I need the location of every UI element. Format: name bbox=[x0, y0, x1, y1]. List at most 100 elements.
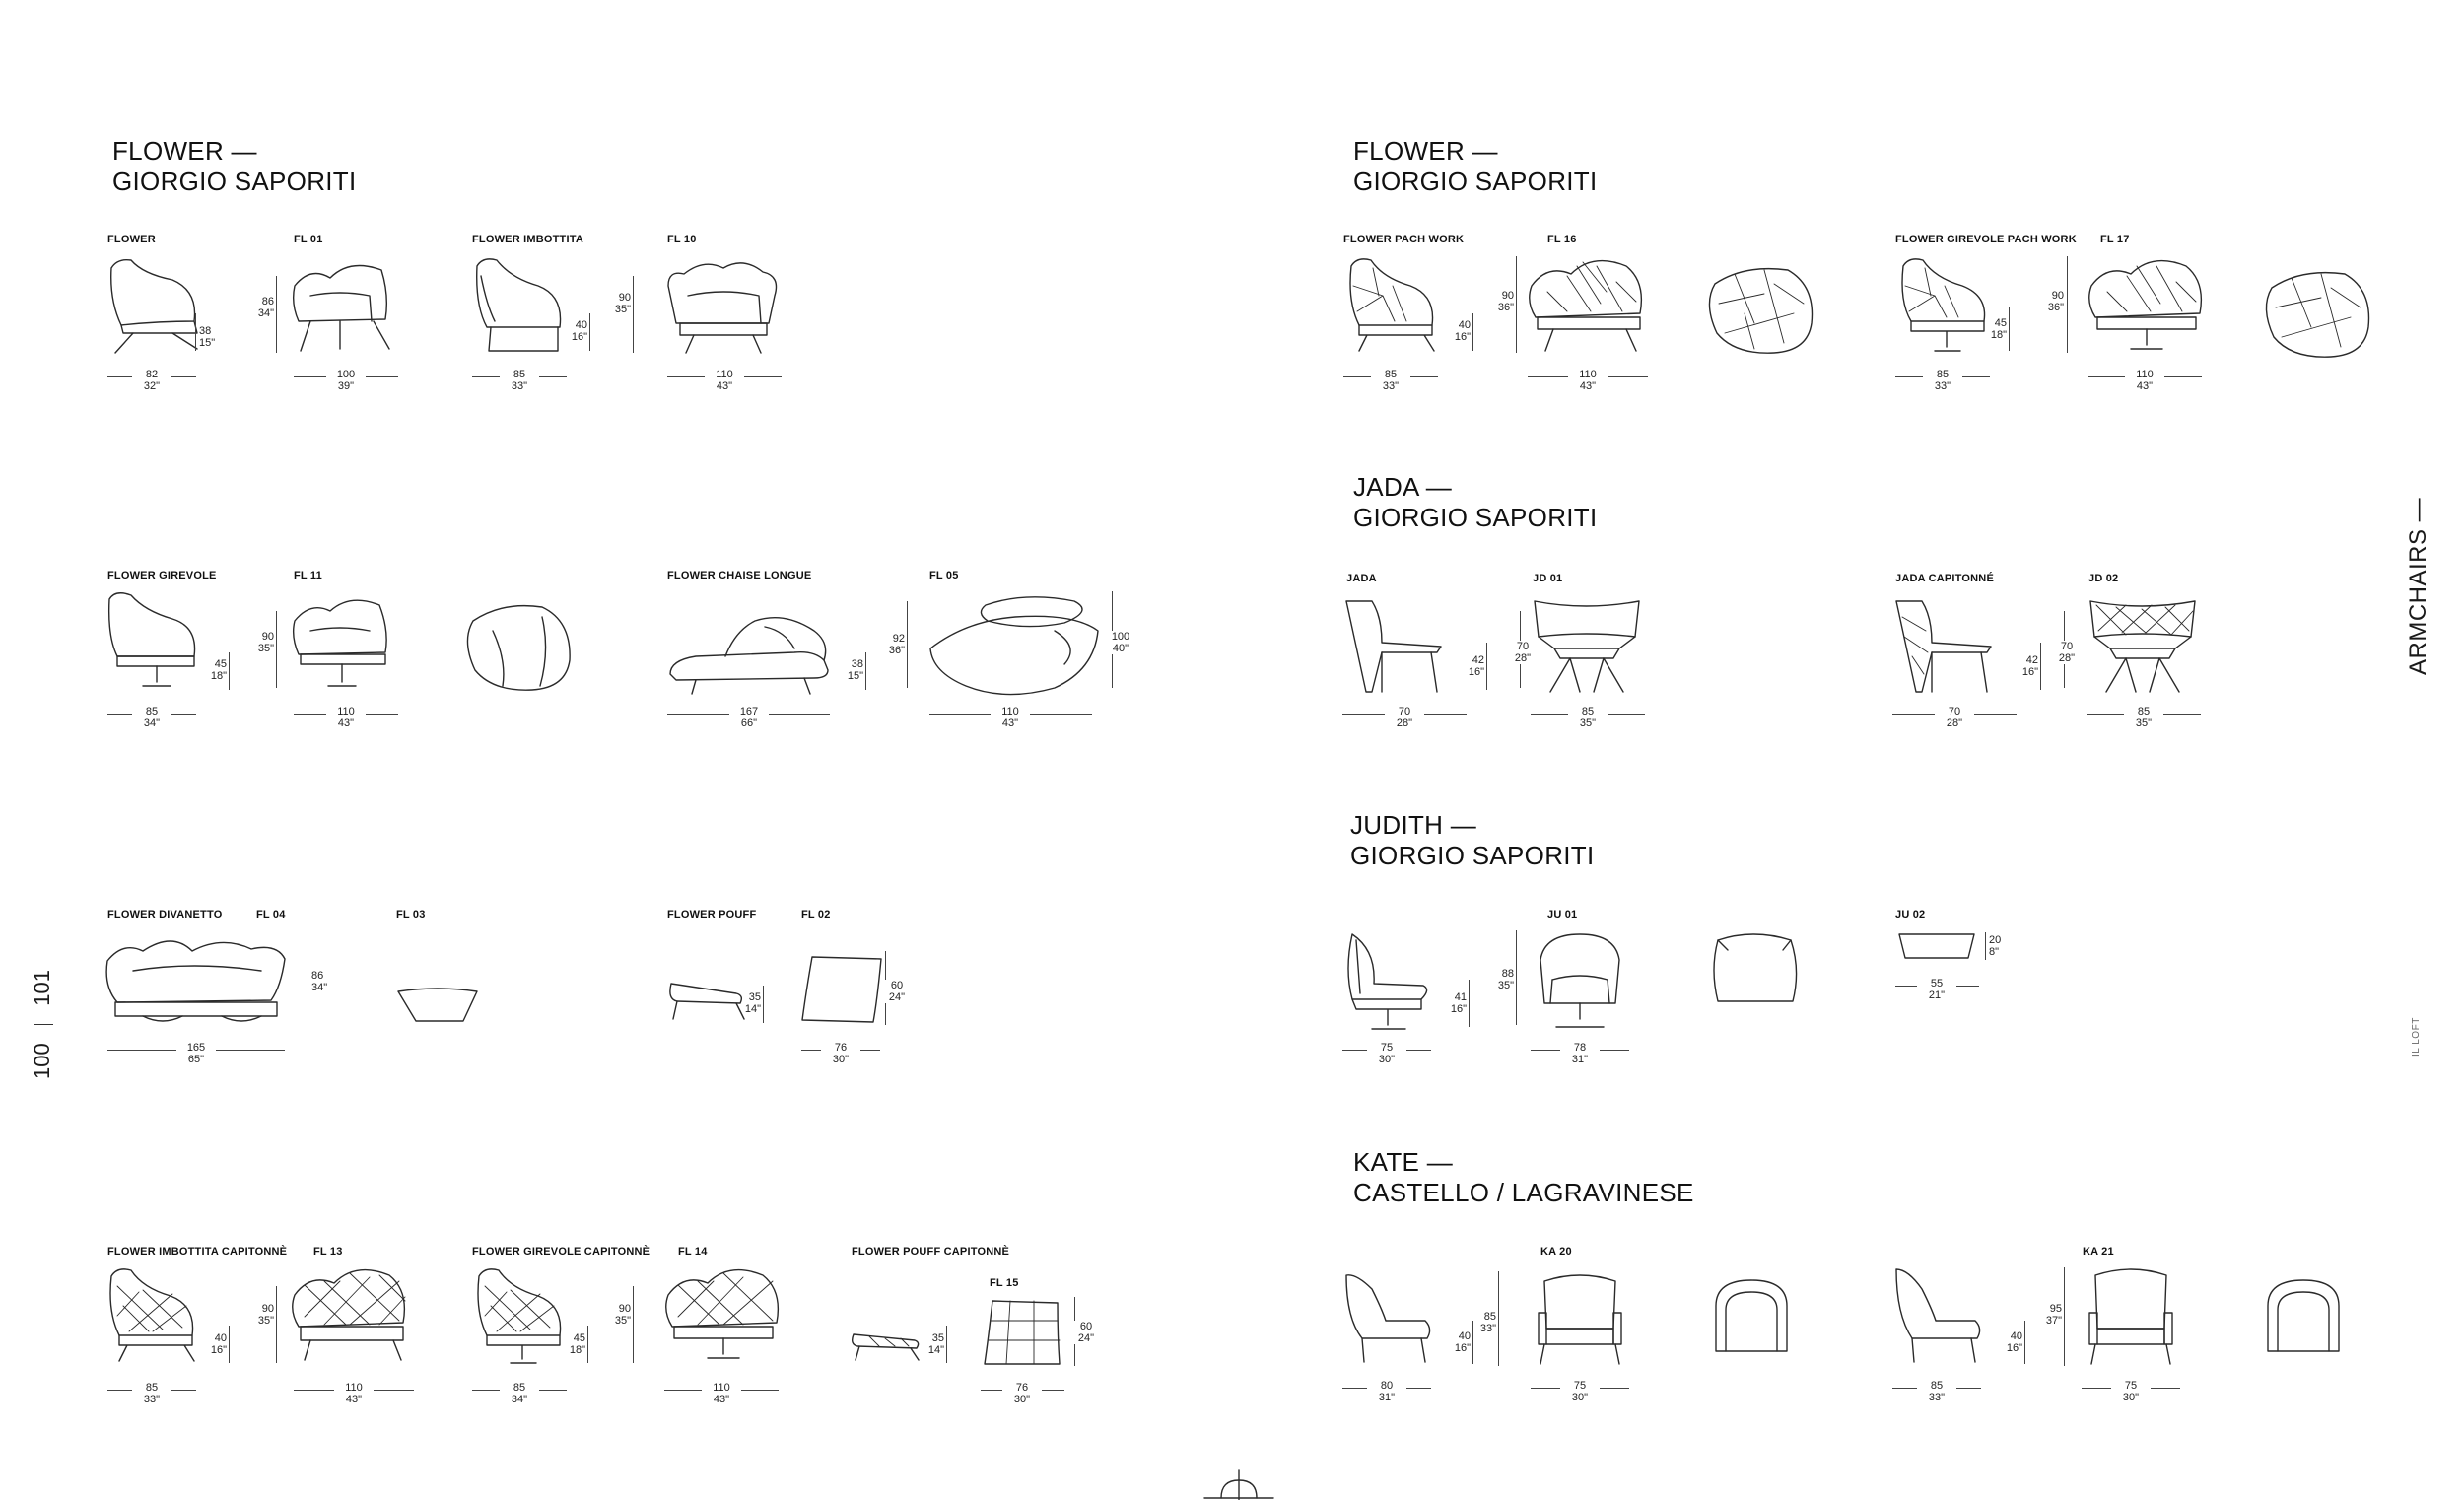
jada-side-drawing bbox=[1345, 600, 1442, 693]
label-flower-girevole: FLOWER GIREVOLE bbox=[107, 570, 217, 581]
label-fl10: FL 10 bbox=[667, 234, 697, 245]
designer-name: GIORGIO SAPORITI bbox=[1353, 503, 1598, 532]
label-jada: JADA bbox=[1346, 573, 1377, 584]
flower-imbottita-side-drawing bbox=[476, 258, 562, 352]
product-name: FLOWER — bbox=[1353, 136, 1498, 166]
designer-name: GIORGIO SAPORITI bbox=[1353, 167, 1598, 196]
section-title-flower-right: FLOWER — GIORGIO SAPORITI bbox=[1353, 136, 1598, 197]
flower-pouff-side-drawing bbox=[669, 983, 745, 1020]
label-fl16: FL 16 bbox=[1547, 234, 1577, 245]
flower-pouff-capitonne-side-drawing bbox=[851, 1333, 920, 1361]
kate-side-drawing bbox=[1345, 1274, 1431, 1363]
jada-capitonne-side-drawing bbox=[1895, 600, 1992, 693]
label-ju01: JU 01 bbox=[1547, 909, 1578, 920]
ju01-armchair-front-drawing bbox=[1540, 933, 1620, 1028]
label-flower-chaise: FLOWER CHAISE LONGUE bbox=[667, 570, 812, 581]
product-name: KATE — bbox=[1353, 1147, 1454, 1177]
section-title-kate: KATE — CASTELLO / LAGRAVINESE bbox=[1353, 1147, 1694, 1208]
label-ka21: KA 21 bbox=[2083, 1246, 2114, 1258]
label-fl17: FL 17 bbox=[2100, 234, 2130, 245]
flower-girevole-capitonne-side-drawing bbox=[477, 1268, 562, 1364]
designer-name: GIORGIO SAPORITI bbox=[1350, 841, 1595, 870]
section-title-judith: JUDITH — GIORGIO SAPORITI bbox=[1350, 810, 1595, 871]
jd01-armchair-front-drawing bbox=[1534, 600, 1640, 693]
label-flower: FLOWER bbox=[107, 234, 156, 245]
flower-chaise-longue-side-drawing bbox=[669, 616, 829, 695]
flower-girevole-pach-work-side-drawing bbox=[1901, 258, 1986, 352]
judith-side-drawing bbox=[1347, 933, 1428, 1030]
fl11-armchair-front-drawing bbox=[292, 599, 387, 687]
label-flower-imbottita: FLOWER IMBOTTITA bbox=[472, 234, 583, 245]
label-fl13: FL 13 bbox=[313, 1246, 343, 1258]
label-ka20: KA 20 bbox=[1540, 1246, 1572, 1258]
flower-armchair-side-drawing bbox=[110, 258, 198, 354]
kate-high-back-side-drawing bbox=[1895, 1268, 1981, 1363]
ka21-armchair-front-drawing bbox=[2088, 1268, 2173, 1365]
ka21-armchair-top-drawing bbox=[2267, 1279, 2340, 1352]
label-flower-girevole-pach-work: FLOWER GIREVOLE PACH WORK bbox=[1895, 234, 2077, 245]
flower-girevole-pach-work-back-drawing bbox=[2265, 271, 2370, 358]
label-fl14: FL 14 bbox=[678, 1246, 708, 1258]
flower-divanetto-front-drawing bbox=[105, 940, 286, 1022]
fl16-armchair-pach-work-front-drawing bbox=[1529, 259, 1643, 352]
product-name: FLOWER — bbox=[112, 136, 257, 166]
label-jada-capitonne: JADA CAPITONNÉ bbox=[1895, 573, 1994, 584]
label-flower-imbottita-capitonne: FLOWER IMBOTTITA CAPITONNÈ bbox=[107, 1246, 288, 1258]
label-fl15: FL 15 bbox=[990, 1277, 1019, 1289]
product-name: JUDITH — bbox=[1350, 810, 1477, 840]
fl05-chaise-longue-top-drawing bbox=[929, 596, 1099, 696]
label-flower-pouff: FLOWER POUFF bbox=[667, 909, 757, 920]
side-title: ARMCHAIRS — bbox=[2405, 497, 2431, 675]
designer-name: CASTELLO / LAGRAVINESE bbox=[1353, 1178, 1694, 1207]
ka20-armchair-front-drawing bbox=[1538, 1274, 1622, 1365]
product-name: JADA — bbox=[1353, 472, 1453, 502]
